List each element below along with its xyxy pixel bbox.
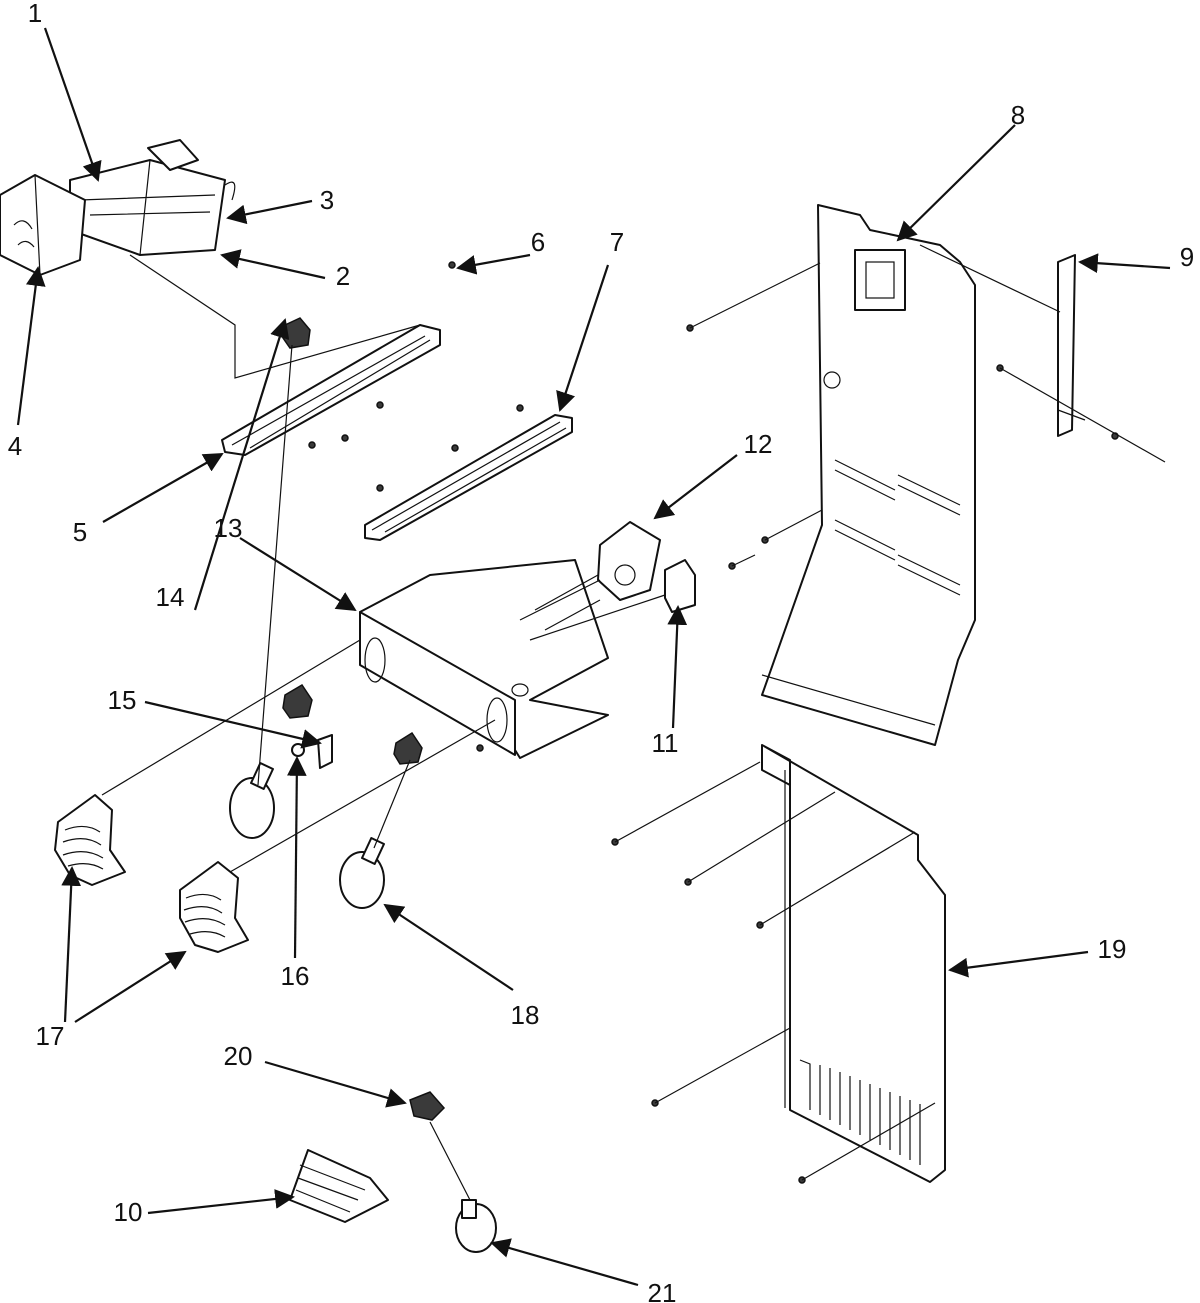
auger-motor: [534, 521, 661, 631]
callout-15: 15: [108, 685, 137, 715]
callout-20: 20: [224, 1041, 253, 1071]
ice-maker-assembly: [0, 139, 236, 276]
callout-3: 3: [320, 185, 334, 215]
callout-7: 7: [610, 227, 624, 257]
callout-17: 17: [36, 1021, 65, 1051]
callout-11: 11: [652, 728, 679, 758]
callout-12: 12: [744, 429, 773, 459]
switch: [664, 559, 696, 613]
callout-1: 1: [28, 0, 42, 28]
callout-leaders: [16, 27, 1171, 1287]
callout-6: 6: [531, 227, 545, 257]
callout-10: 10: [114, 1197, 143, 1227]
lamp-socket-right: [393, 731, 423, 765]
callout-18: 18: [511, 1000, 540, 1030]
light-shield: [289, 1149, 389, 1223]
callout-16: 16: [281, 961, 310, 991]
light-housing: [359, 559, 609, 759]
light-bulb-bottom: [455, 1199, 497, 1253]
callout-13: 13: [214, 513, 243, 543]
callout-4: 4: [8, 431, 22, 461]
callout-2: 2: [336, 261, 350, 291]
lower-rear-panel: [761, 744, 946, 1183]
lamp-socket-left: [282, 317, 313, 719]
callout-21: 21: [648, 1278, 677, 1303]
nut: [291, 743, 305, 757]
shelf-rail-left: [221, 324, 441, 456]
shelf-rail-right: [364, 414, 573, 541]
assembly-lines: [101, 244, 1166, 1201]
light-cover-lower: [179, 861, 249, 953]
callout-labels: 1 2 3 4 5 6 7 8 9 10 11 12 13 14 15 16 1…: [8, 0, 1194, 1303]
callout-9: 9: [1180, 242, 1194, 272]
bulb-socket: [409, 1091, 446, 1121]
screws: [308, 261, 1119, 1184]
light-cover-upper: [54, 794, 126, 886]
back-wall-panel: [761, 204, 976, 746]
callout-19: 19: [1098, 934, 1127, 964]
callout-5: 5: [73, 517, 87, 547]
socket-bracket: [317, 734, 333, 769]
bracket: [1057, 254, 1086, 437]
light-bulb-right: [339, 837, 385, 909]
callout-8: 8: [1011, 100, 1025, 130]
callout-14: 14: [156, 582, 185, 612]
light-bulb-left: [229, 762, 275, 839]
